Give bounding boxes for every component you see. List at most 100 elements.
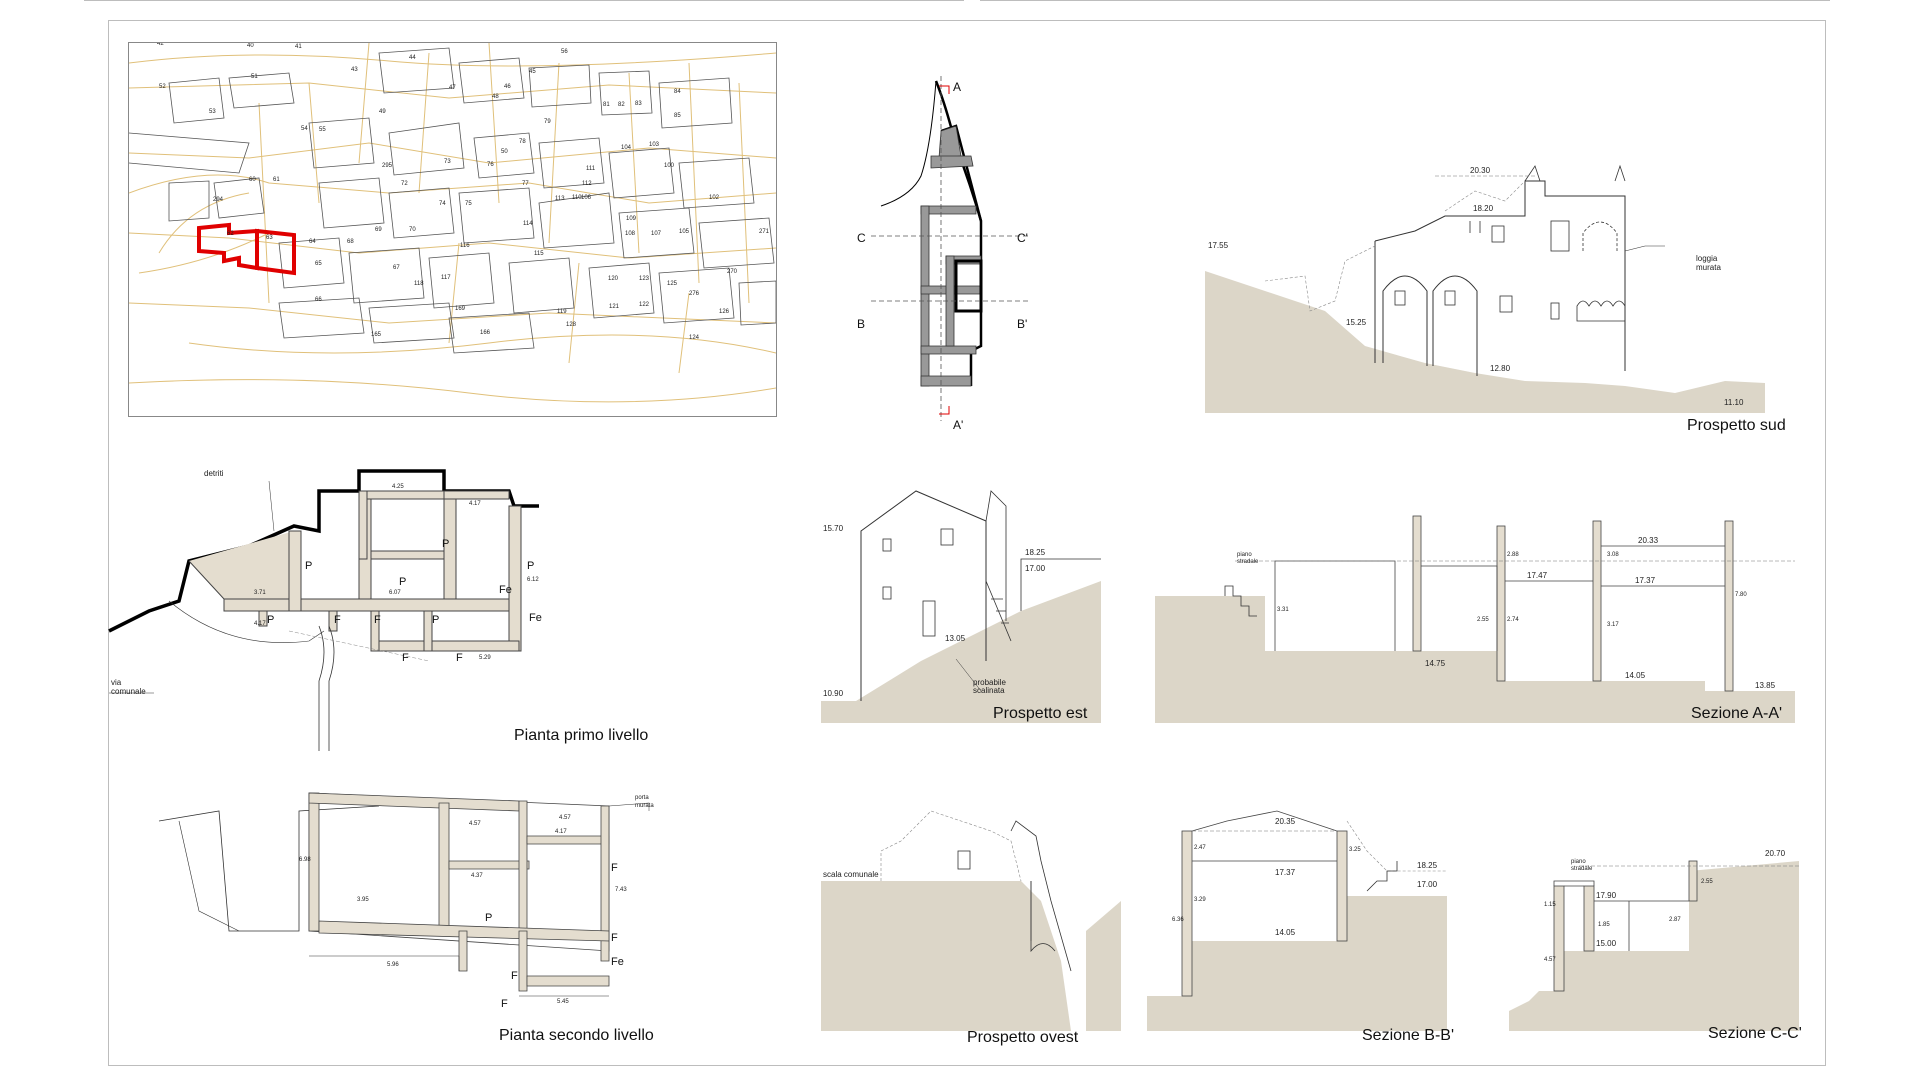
section-a-elev-17-47: 17.47 — [1527, 571, 1548, 580]
plan2-dim-7-43: 7.43 — [615, 887, 627, 893]
section-b-terrain — [1346, 820, 1447, 872]
south-loggia-leader — [1624, 245, 1665, 252]
section-c-h-2-55: 2.55 — [1701, 879, 1713, 885]
south-ground — [1205, 271, 1765, 413]
plan1-label-f-3: F — [402, 652, 409, 664]
plan1-dim-4-17a: 4.17 — [469, 501, 481, 507]
east-leader — [955, 658, 982, 692]
section-b-ground — [1147, 896, 1447, 1031]
east-ground — [821, 581, 1101, 723]
plot-number: 108 — [625, 231, 636, 237]
east-prob-2: scalinata — [973, 686, 1005, 695]
marker-a-tick — [939, 85, 950, 94]
plot-number: 79 — [544, 119, 551, 125]
plan2-left-outline — [158, 805, 380, 932]
plot-number: 81 — [603, 102, 610, 108]
section-marker-c: C — [857, 231, 866, 245]
section-a-h-2-55: 2.55 — [1477, 617, 1489, 623]
plan1-label-p-2: P — [399, 576, 406, 588]
plot-number: 65 — [315, 261, 322, 267]
section-a-h-7-80: 7.80 — [1735, 592, 1747, 598]
plot-number: 110 — [572, 195, 582, 201]
section-b-h-6-36: 6.36 — [1172, 917, 1184, 923]
plot-number: 294 — [213, 197, 224, 203]
west-ruin-outline — [880, 810, 1022, 882]
plan1-dim-3-71: 3.71 — [254, 590, 266, 596]
plot-number: 118 — [414, 281, 424, 287]
plan2-dim-4-37: 4.37 — [471, 873, 483, 879]
plot-number: 55 — [319, 127, 326, 133]
plot-number: 83 — [635, 101, 642, 107]
section-a-elev-14-05: 14.05 — [1625, 671, 1646, 680]
east-prob-1: probabile — [973, 678, 1006, 687]
south-chimneys — [1524, 164, 1626, 182]
south-elevation-svg: 20.30 18.20 17.55 15.25 12.80 11.10 logg… — [1205, 164, 1765, 413]
plan1-dim-6-12: 6.12 — [527, 577, 539, 583]
section-b-h-2-47: 2.47 — [1194, 845, 1206, 851]
plot-number: 77 — [522, 181, 529, 187]
section-a-svg: piano stradale 20.33 17.47 17.37 14.75 1… — [1155, 515, 1795, 723]
section-b-h-3-29: 3.29 — [1194, 897, 1206, 903]
plot-number: 119 — [557, 309, 567, 315]
plan2-terrain — [178, 820, 240, 932]
plan2-dim-5-45: 5.45 — [557, 999, 569, 1005]
plan1-label-p-1: P — [305, 560, 312, 572]
plan2-dim-6-98: 6.98 — [299, 857, 311, 863]
plot-number: 107 — [651, 231, 662, 237]
section-b-elev-20-35: 20.35 — [1275, 817, 1296, 826]
plan1-dim-6-07: 6.07 — [389, 590, 401, 596]
plot-number: 82 — [618, 102, 625, 108]
highlighted-parcel-63[interactable] — [255, 228, 296, 276]
south-window-6 — [1550, 302, 1560, 320]
plot-number: 53 — [209, 109, 216, 115]
south-window-2 — [1444, 290, 1456, 306]
section-a-walls — [1412, 515, 1734, 692]
key-plan-room — [954, 259, 983, 313]
plot-number: 116 — [460, 243, 470, 249]
east-door — [922, 600, 936, 637]
east-elev-17-00: 17.00 — [1025, 564, 1046, 573]
plot-number: 67 — [393, 265, 400, 271]
section-b-elev-14-05: 14.05 — [1275, 928, 1296, 937]
plan2-dim-4-17: 4.17 — [555, 829, 567, 835]
plan2-porta-2: murata — [635, 803, 654, 809]
west-ground-right — [1086, 901, 1121, 1031]
plot-number: 69 — [375, 227, 382, 233]
plan1-label-p-3: P — [442, 538, 449, 550]
section-c-elev-17-90: 17.90 — [1596, 891, 1617, 900]
plan2-label-f-3: F — [611, 932, 618, 944]
section-a-elev-14-75: 14.75 — [1425, 659, 1446, 668]
plot-number: 68 — [347, 239, 354, 245]
plot-number: 102 — [709, 195, 720, 201]
west-arch — [1030, 881, 1056, 953]
east-window-1 — [940, 528, 954, 546]
east-elev-18-25: 18.25 — [1025, 548, 1046, 557]
plot-number: 120 — [608, 276, 619, 282]
plan-level-one-caption: Pianta primo livello — [514, 727, 649, 744]
plot-number: 42 — [157, 42, 164, 47]
west-scala-label: scala comunale — [823, 870, 879, 879]
east-elevation-caption: Prospetto est — [993, 705, 1088, 722]
plan2-porta-1: porta — [635, 795, 649, 801]
west-side-wall — [1010, 820, 1072, 972]
section-marker-b-end: B' — [1017, 317, 1027, 331]
plan-level-two-caption: Pianta secondo livello — [499, 1027, 654, 1044]
section-b-caption: Sezione B-B' — [1362, 1027, 1454, 1044]
section-a-piano-1: piano — [1237, 552, 1252, 558]
section-b-elev-17-37: 17.37 — [1275, 868, 1296, 877]
plot-number: 112 — [582, 181, 592, 187]
plot-number: 72 — [401, 181, 408, 187]
south-elev-18-20: 18.20 — [1473, 204, 1494, 213]
south-window-4 — [1491, 225, 1505, 243]
west-window — [957, 850, 971, 870]
plan2-porta-leader — [608, 802, 650, 811]
east-elevation: 15.70 18.25 17.00 13.05 10.90 probabile … — [821, 461, 1101, 723]
plan-level-two-svg: porta murata 4.57 4.57 4.17 4.37 3.95 5.… — [158, 792, 654, 1010]
plot-number: 66 — [315, 297, 322, 303]
highlighted-parcel-62[interactable] — [197, 222, 259, 271]
plan1-terrain — [168, 600, 325, 643]
plot-number: 61 — [273, 177, 280, 183]
